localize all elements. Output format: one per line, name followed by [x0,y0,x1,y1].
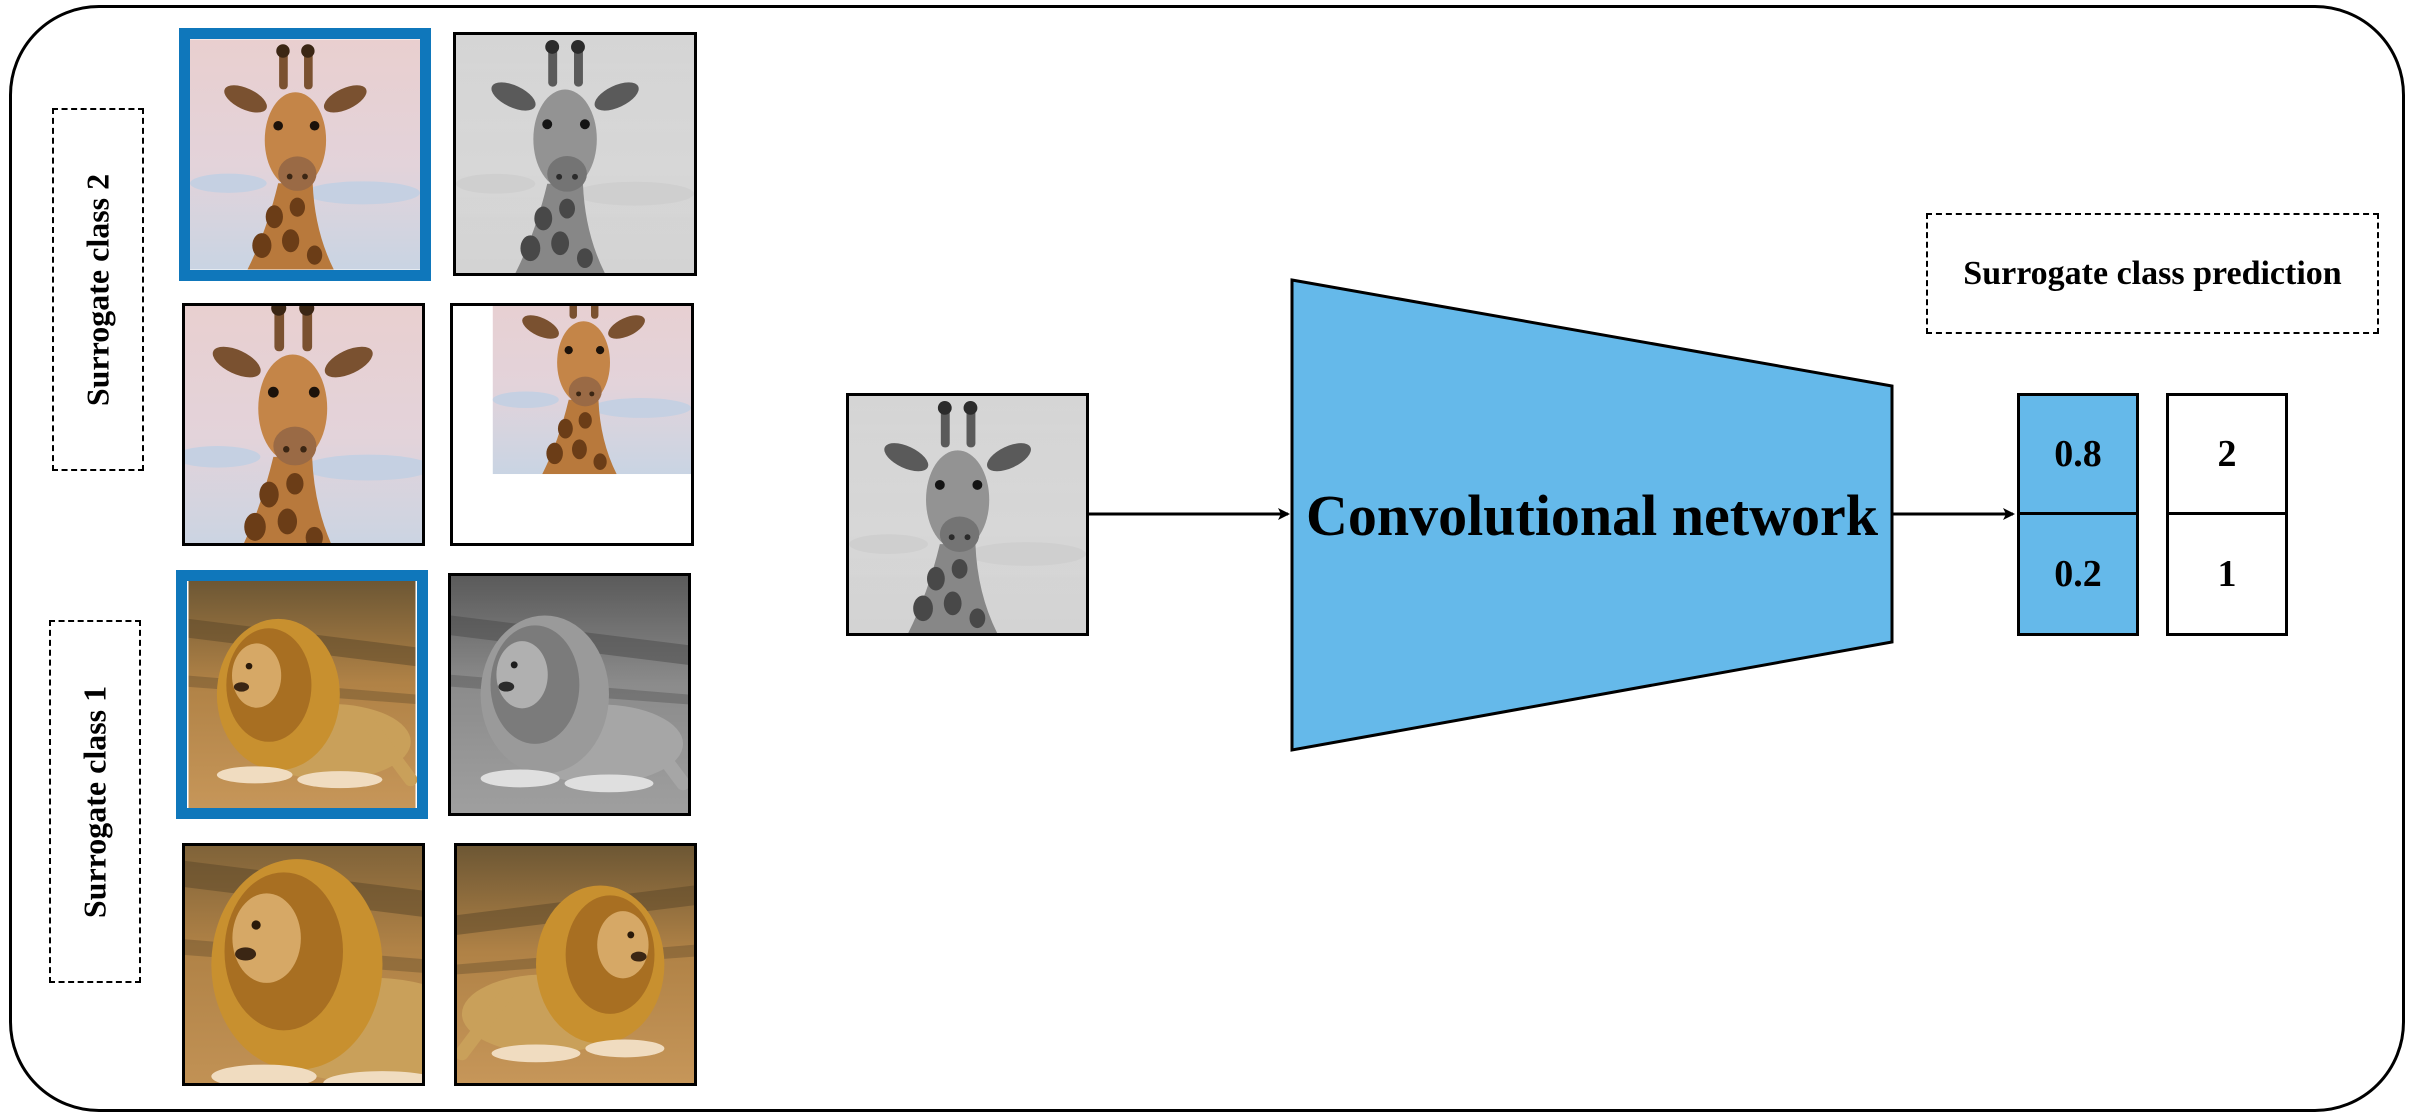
network-label: Convolutional network [1305,482,1878,548]
probability-cell-top: 0.8 [2017,393,2139,515]
network-trapezoid-shape [1290,278,1894,752]
convolutional-network-block: Convolutional network [1290,278,1894,752]
input-image-grayscale-giraffe [846,393,1089,636]
lion-image-crop-zoom [182,843,425,1086]
prediction-title: Surrogate class prediction [1926,213,2379,334]
class-id-cell-top: 2 [2166,393,2288,515]
surrogate-class-1-label: Surrogate class 1 [49,620,141,983]
giraffe-image-grayscale [453,32,697,276]
giraffe-image-crop-shift [450,303,694,546]
lion-image-grayscale [448,573,691,816]
probability-cell-bottom: 0.2 [2017,512,2139,636]
lion-image-flipped [454,843,697,1086]
giraffe-image-original [179,28,431,281]
giraffe-image-crop-zoom [182,303,425,546]
class-id-cell-bottom: 1 [2166,512,2288,636]
surrogate-class-2-label: Surrogate class 2 [52,108,144,471]
lion-image-original [176,570,428,819]
